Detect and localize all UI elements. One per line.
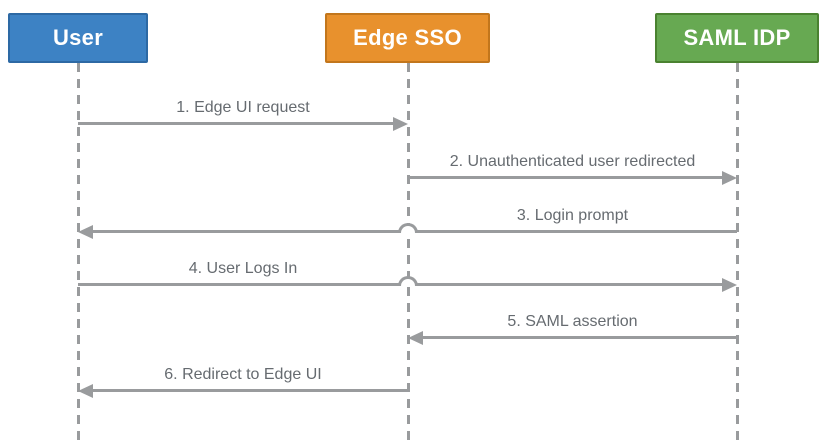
- actor-label: User: [52, 25, 104, 50]
- lifeline-edge-sso: [406, 63, 410, 444]
- arrowhead-icon: [722, 170, 737, 185]
- message-line: [421, 336, 737, 339]
- lifeline-hop: [398, 223, 418, 233]
- message-label: 4. User Logs In: [188, 260, 298, 277]
- lifeline-saml-idp: [735, 63, 739, 444]
- message-label: 2. Unauthenticated user redirected: [449, 153, 696, 170]
- arrowhead-icon: [393, 116, 408, 131]
- actor-label: SAML IDP: [683, 25, 791, 50]
- arrowhead-icon: [722, 277, 737, 292]
- arrowhead-icon: [78, 224, 93, 239]
- lifeline-user: [76, 63, 80, 444]
- actor-box-saml-idp: SAML IDP: [655, 13, 819, 63]
- actor-box-edge-sso: Edge SSO: [325, 13, 490, 63]
- message-line: [408, 176, 724, 179]
- arrowhead-icon: [408, 330, 423, 345]
- message-line: [78, 122, 395, 125]
- actor-box-user: User: [8, 13, 148, 63]
- lifeline-hop: [398, 276, 418, 286]
- message-label: 5. SAML assertion: [507, 313, 638, 330]
- message-label: 6. Redirect to Edge UI: [164, 366, 322, 383]
- message-label: 1. Edge UI request: [176, 99, 310, 116]
- message-label: 3. Login prompt: [516, 207, 629, 224]
- actor-label: Edge SSO: [353, 25, 462, 50]
- message-line: [91, 389, 408, 392]
- arrowhead-icon: [78, 383, 93, 398]
